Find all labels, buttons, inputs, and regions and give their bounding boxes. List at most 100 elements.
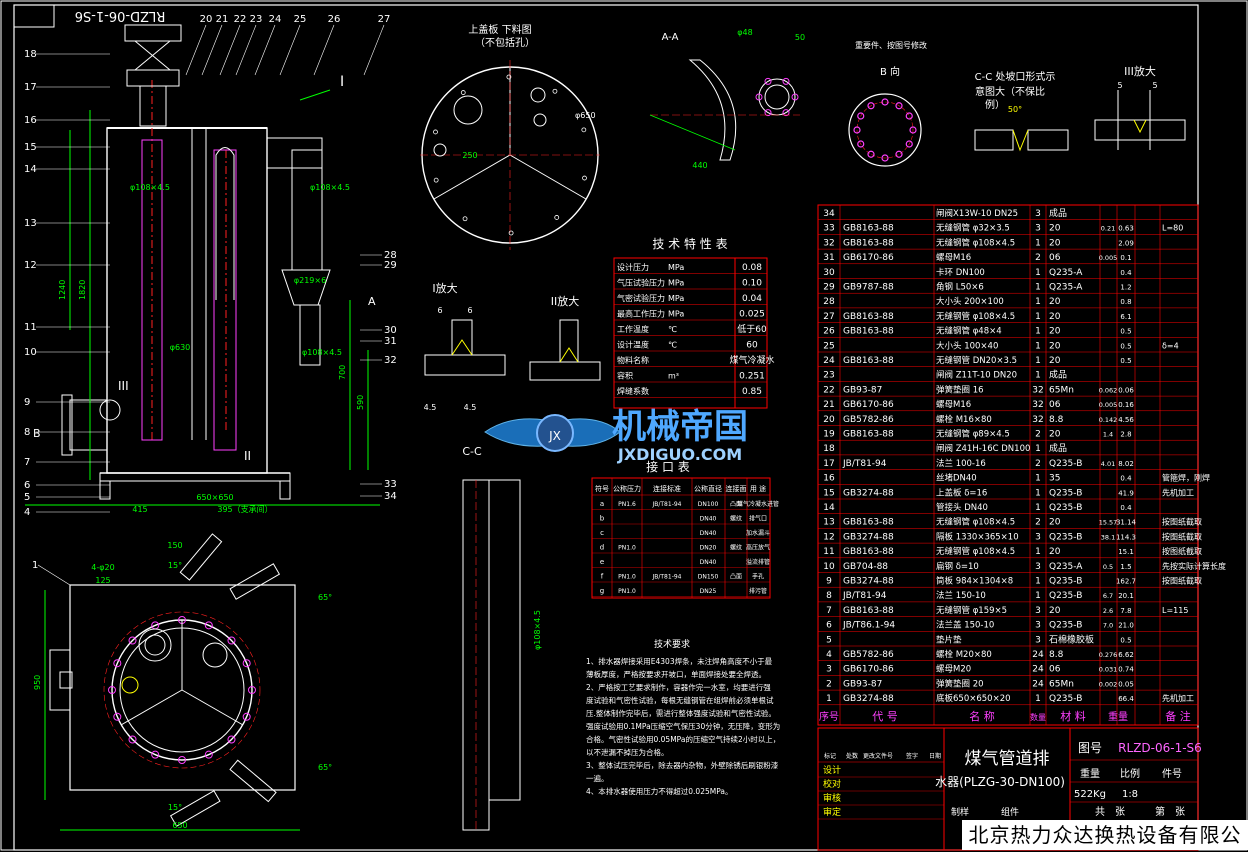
bom-rem: 按图纸截取 [1162,546,1202,556]
plan-bolt-hole [204,750,213,759]
bom-qty: 1 [1035,297,1041,307]
bom-no: 3 [826,665,832,675]
part-number-top-27: 27 [378,14,391,25]
plan-part-number-1: 1 [32,560,38,571]
label-section-cc: C-C [462,445,482,458]
view-b-bolt [867,150,875,158]
nozzle-dn: DN25 [700,588,717,595]
bom-no: 22 [823,385,834,395]
part-number-right-30: 30 [384,325,397,336]
inspection-hole [99,399,121,421]
detail-i-dim-6a: 6 [437,306,442,315]
bom-mat: 20 [1049,356,1061,366]
bom-qty: 2 [1035,518,1041,528]
view-b-bolt [853,126,861,134]
bom-mat: 成品 [1049,369,1067,381]
bom-no: 19 [823,430,835,440]
bom-name: 螺母M20 [936,664,971,675]
bom-code: GB3274-88 [843,532,894,542]
tb-product: 煤气管道排 [965,749,1050,769]
bom-no: 12 [823,532,834,542]
bom-name: 法兰盖 150-10 [936,620,994,631]
section-aa-bolt [782,77,790,85]
plan-baffle-3 [181,689,244,726]
bom-w2: 15.1 [1118,548,1134,556]
label-detail-ii: II放大 [551,294,580,308]
bom-mat: Q235-B [1049,694,1082,704]
top-plate-hole-4 [433,143,447,157]
bom-name: 弹簧垫圈 20 [936,678,984,689]
tech-row-unit: ℃ [668,341,677,350]
tb-product-2: 水器(PLZG-30-DN100) [935,775,1065,789]
label-detail-iii: III放大 [1124,64,1156,78]
section-aa-pipe [758,78,796,116]
bom-no: 30 [823,268,835,278]
bom-rem: δ=4 [1162,341,1179,350]
nozzle-table-border [591,477,771,599]
bom-code: GB3274-88 [843,694,894,704]
bom-w2: 114.3 [1116,533,1136,541]
bom-border [817,204,1199,726]
leader-top-21 [201,24,223,76]
bom-w2: 21.0 [1118,622,1134,630]
part-number-left-16: 16 [24,115,37,126]
leader-i [299,89,331,101]
top-valve-body [124,24,182,42]
part-number-right-33: 33 [384,479,397,490]
bom-code: GB3274-88 [843,577,894,587]
bom-code: GB93-87 [843,385,882,395]
notes-line: 4、本排水器使用压力不得超过0.025MPa。 [586,786,733,796]
top-plate-hole-1 [453,95,483,125]
leader-top-23 [235,24,257,76]
plan-pipe-1 [138,628,172,662]
part-number-right-31: 31 [384,336,397,347]
bom-qty: 24 [1032,679,1044,689]
bom-mat: Q235-B [1049,577,1082,587]
bom-name: 隔板 1330×365×10 [936,531,1019,542]
nozzle-use: 加水漏斗 [746,529,770,537]
detail-ii-weld [559,347,579,363]
dim-395: 395（支承间） [217,504,272,514]
bom-mat: Q235-A [1049,562,1083,572]
dim-415: 415 [132,505,147,514]
part-number-top-24: 24 [269,14,282,25]
bom-code: JB/T81-94 [842,459,887,469]
nozzle-header: 符号 [595,484,609,493]
view-b-bolt [905,140,913,148]
tech-row-name: 最高工作压力 [617,309,665,319]
part-number-top-25: 25 [294,14,307,25]
bom-rem: 先按实际计算长度 [1162,561,1226,571]
tb-bottom-label-1: 制样 [951,806,969,818]
label-cc-note-2: 意图大（不保比 [975,85,1045,98]
top-flange [126,69,180,87]
bom-w2: 0.4 [1120,504,1132,512]
bom-name: 无缝钢管 φ108×4.5 [936,237,1015,248]
notes-title: 技术要求 [654,638,690,650]
plan-left-nozzle [59,671,73,689]
bom-name: 无缝钢管 DN20×3.5 [936,355,1017,366]
plan-bolt-hole [178,756,186,764]
top-plate-dim-650: φ650 [575,111,596,120]
tb-role: 审核 [823,792,841,804]
section-aa-baffle [688,59,737,161]
bom-mat: 20 [1049,518,1061,528]
notes-line: 压.整体制作完毕后，需进行整体强度试验和气密性试验。 [586,708,776,718]
bom-no: 16 [823,474,835,484]
corner-drawing-number: RLZD-06-1-S6 [75,8,166,23]
bom-mat: 06 [1049,253,1061,263]
dim-1820: 1820 [78,280,87,300]
nozzle-sym: e [600,558,604,566]
bom-h-no: 序号 [819,710,839,723]
bom-qty: 1 [1035,591,1041,601]
bom-qty: 1 [1035,356,1041,366]
part-number-top-26: 26 [328,14,341,25]
tb-weight-label: 重量 [1080,767,1100,780]
plan-left-flange [49,649,71,711]
dim-700: 700 [338,365,347,380]
bom-no: 27 [823,312,834,322]
plan-bolt-hole [242,712,251,721]
bom-w1: 7.0 [1103,622,1113,630]
outlet-pipe-horizontal [266,137,323,169]
part-number-left-9: 9 [24,397,30,408]
plan-bolt-hole [227,636,236,645]
